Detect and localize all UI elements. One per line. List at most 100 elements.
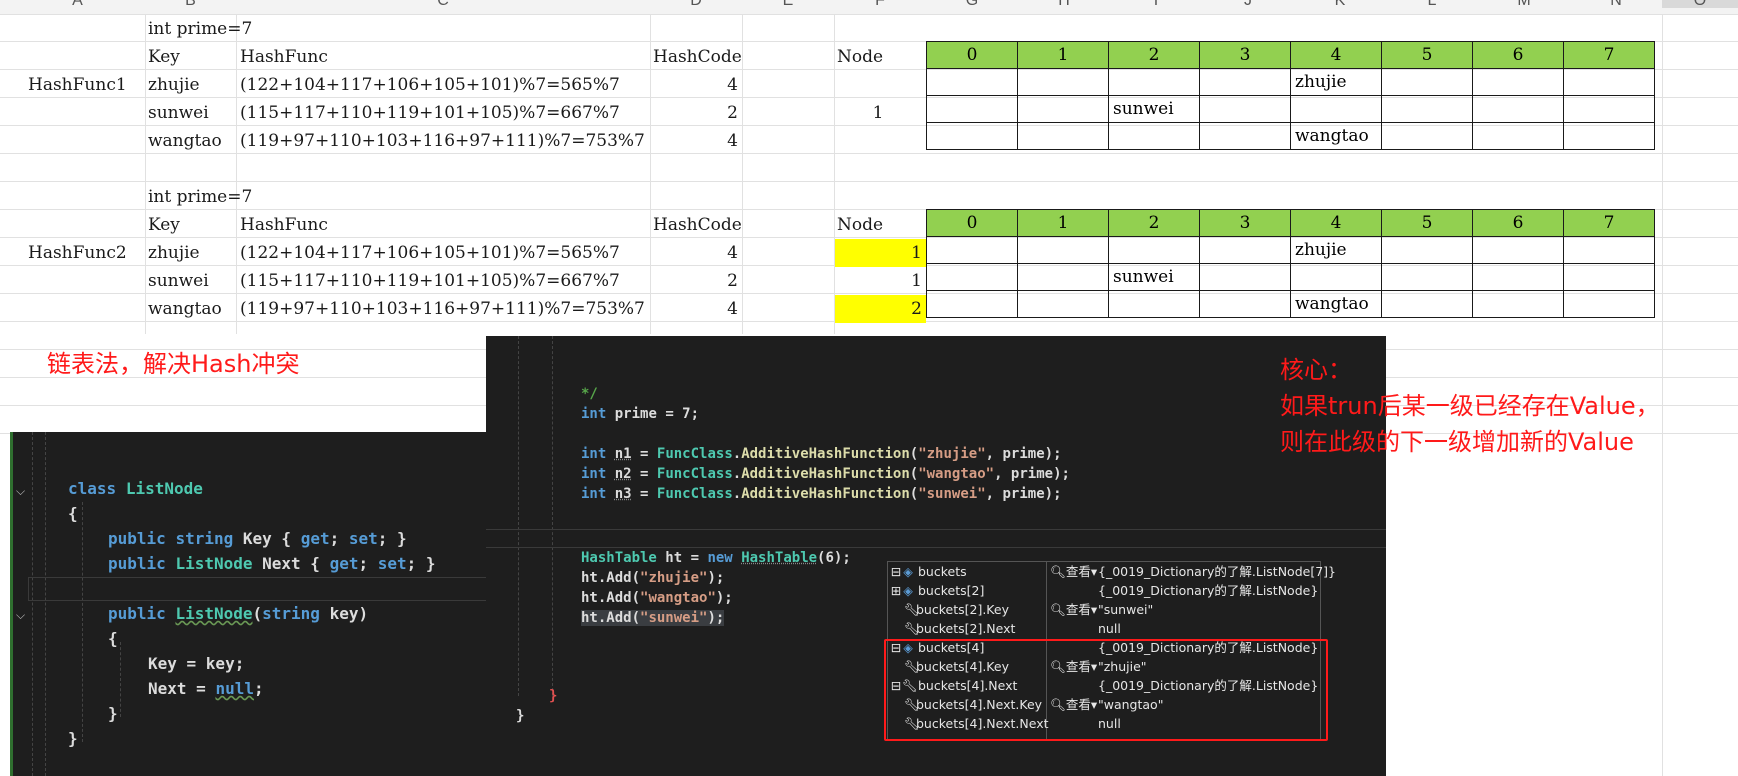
grid-cell[interactable]	[1472, 95, 1564, 123]
table2-row-code[interactable]: 4	[727, 299, 738, 319]
table1-row-func[interactable]: (122+104+117+106+105+101)%7=565%7	[240, 75, 620, 95]
slot-header[interactable]: 3	[1199, 209, 1291, 237]
table1-row-code[interactable]: 4	[727, 75, 738, 95]
grid-cell[interactable]: zhujie	[1290, 68, 1382, 96]
column-header-c[interactable]: C	[236, 0, 650, 8]
table2-row-func[interactable]: (119+97+110+103+116+97+111)%7=753%7	[240, 299, 645, 319]
grid-cell[interactable]	[1199, 95, 1291, 123]
column-header-o[interactable]: O	[1662, 0, 1738, 8]
grid-cell[interactable]	[1199, 236, 1291, 264]
collapse-icon[interactable]: ⊟	[890, 640, 902, 655]
table2-row-key[interactable]: wangtao	[148, 299, 222, 319]
grid-cell[interactable]	[1563, 263, 1655, 291]
slot-header[interactable]: 7	[1563, 209, 1655, 237]
grid-cell[interactable]	[926, 68, 1018, 96]
column-header-i[interactable]: I	[1110, 0, 1202, 8]
table2-row-code[interactable]: 4	[727, 243, 738, 263]
table2-row-code[interactable]: 2	[727, 271, 738, 291]
grid-cell[interactable]	[1381, 290, 1473, 318]
datatip-row[interactable]: 🔧︎buckets[4].Next.Next null	[888, 714, 1320, 733]
table1-node-value[interactable]: 1	[872, 103, 884, 123]
grid-cell[interactable]	[1381, 236, 1473, 264]
grid-cell[interactable]: wangtao	[1290, 290, 1382, 318]
slot-header[interactable]: 6	[1472, 41, 1564, 69]
grid-cell[interactable]	[1381, 68, 1473, 96]
grid-cell[interactable]	[1472, 122, 1564, 150]
grid-cell[interactable]: wangtao	[1290, 122, 1382, 150]
grid-cell[interactable]: zhujie	[1290, 236, 1382, 264]
grid-cell[interactable]	[1563, 122, 1655, 150]
slot-header[interactable]: 6	[1472, 209, 1564, 237]
column-header-m[interactable]: M	[1478, 0, 1570, 8]
grid-cell[interactable]	[1290, 263, 1382, 291]
grid-cell[interactable]	[1199, 68, 1291, 96]
column-header-a[interactable]: A	[10, 0, 145, 8]
grid-cell[interactable]: sunwei	[1108, 263, 1200, 291]
table2-header-code[interactable]: HashCode	[653, 215, 742, 235]
debugger-datatip[interactable]: ⊟◈ buckets 🔍︎查看▾ {_0019_Dictionary的了解.Li…	[887, 561, 1336, 741]
table2-row-func[interactable]: (115+117+110+119+101+105)%7=667%7	[240, 271, 620, 291]
grid-cell[interactable]	[1563, 236, 1655, 264]
grid-cell[interactable]	[1381, 263, 1473, 291]
grid-cell[interactable]	[1017, 263, 1109, 291]
column-header-b[interactable]: B	[145, 0, 236, 8]
grid-cell[interactable]	[1108, 68, 1200, 96]
slot-header[interactable]: 0	[926, 209, 1018, 237]
slot-header[interactable]: 1	[1017, 209, 1109, 237]
column-header-l[interactable]: L	[1386, 0, 1478, 8]
fold-chevron-icon[interactable]: ⌵	[16, 484, 26, 498]
table1-prime[interactable]: int prime=7	[148, 19, 253, 39]
view-button[interactable]: 🔍︎查看▾	[1050, 659, 1098, 674]
slot-header[interactable]: 4	[1290, 41, 1382, 69]
grid-cell[interactable]	[1017, 236, 1109, 264]
table2-row-key[interactable]: zhujie	[148, 243, 200, 263]
grid-cell[interactable]	[1563, 290, 1655, 318]
datatip-row[interactable]: ⊟🔧︎ buckets[4].Next {_0019_Dictionary的了解…	[888, 676, 1320, 695]
table1-label[interactable]: HashFunc1	[28, 75, 127, 95]
grid-cell[interactable]	[1563, 95, 1655, 123]
view-button[interactable]: 🔍︎查看▾	[1050, 602, 1098, 617]
datatip-row[interactable]: 🔧︎buckets[2].Key 🔍︎查看▾ "sunwei"	[888, 600, 1320, 619]
column-header-n[interactable]: N	[1570, 0, 1662, 8]
slot-header[interactable]: 3	[1199, 41, 1291, 69]
table1-row-code[interactable]: 2	[727, 103, 738, 123]
table1-header-node[interactable]: Node	[837, 47, 884, 67]
table1-row-code[interactable]: 4	[727, 131, 738, 151]
grid-cell[interactable]: sunwei	[1108, 95, 1200, 123]
datatip-row[interactable]: 🔧︎buckets[4].Next.Key 🔍︎查看▾ "wangtao"	[888, 695, 1320, 714]
column-header-h[interactable]: H	[1018, 0, 1110, 8]
code-editor-listnode[interactable]: ⌵ ⌵ class ListNode { public string Key {…	[10, 432, 486, 776]
slot-header[interactable]: 0	[926, 41, 1018, 69]
datatip-row[interactable]: ⊞◈ buckets[2] {_0019_Dictionary的了解.ListN…	[888, 581, 1320, 600]
grid-cell[interactable]	[926, 263, 1018, 291]
table1-header-key[interactable]: Key	[148, 47, 180, 67]
table1-header-func[interactable]: HashFunc	[240, 47, 328, 67]
table2-header-node[interactable]: Node	[837, 215, 884, 235]
grid-cell[interactable]	[1108, 122, 1200, 150]
slot-header[interactable]: 7	[1563, 41, 1655, 69]
column-header-f[interactable]: F	[834, 0, 926, 8]
view-button[interactable]: 🔍︎查看▾	[1050, 697, 1098, 712]
grid-cell[interactable]	[1199, 290, 1291, 318]
grid-cell[interactable]	[1017, 68, 1109, 96]
grid-cell[interactable]	[1472, 236, 1564, 264]
column-header-d[interactable]: D	[650, 0, 742, 8]
table2-header-key[interactable]: Key	[148, 215, 180, 235]
fold-chevron-icon[interactable]: ⌵	[16, 608, 26, 622]
grid-cell[interactable]	[926, 122, 1018, 150]
grid-cell[interactable]	[1563, 68, 1655, 96]
table2-row-node[interactable]: 1	[835, 239, 926, 267]
grid-cell[interactable]	[926, 95, 1018, 123]
column-header-k[interactable]: K	[1294, 0, 1386, 8]
slot-header[interactable]: 2	[1108, 41, 1200, 69]
table1-row-func[interactable]: (119+97+110+103+116+97+111)%7=753%7	[240, 131, 645, 151]
grid-cell[interactable]	[1017, 122, 1109, 150]
table2-row-node[interactable]: 1	[911, 271, 922, 291]
table1-row-func[interactable]: (115+117+110+119+101+105)%7=667%7	[240, 103, 620, 123]
collapse-icon[interactable]: ⊟	[890, 678, 902, 693]
datatip-row[interactable]: ⊟◈ buckets 🔍︎查看▾ {_0019_Dictionary的了解.Li…	[888, 562, 1336, 581]
view-button[interactable]: 🔍︎查看▾	[1050, 564, 1098, 579]
table1-row-key[interactable]: zhujie	[148, 75, 200, 95]
slot-header[interactable]: 5	[1381, 209, 1473, 237]
grid-cell[interactable]	[1017, 95, 1109, 123]
